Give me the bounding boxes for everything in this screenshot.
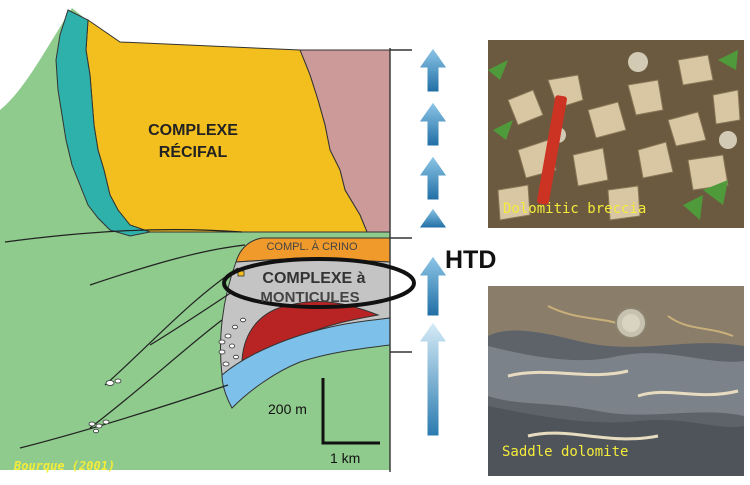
up-arrow-long bbox=[418, 321, 448, 437]
up-arrow bbox=[418, 255, 448, 317]
stratal-line bbox=[4, 229, 243, 243]
label-recifal: RÉCIFAL bbox=[159, 142, 228, 161]
up-arrow bbox=[418, 155, 448, 201]
credit-label: Bourque (2001) bbox=[13, 459, 115, 473]
red-scale-stick bbox=[537, 95, 567, 205]
dolomitic-breccia-photo bbox=[488, 40, 744, 228]
up-arrow bbox=[418, 207, 448, 229]
stratal-line bbox=[104, 267, 239, 386]
clast-symbols bbox=[88, 270, 246, 434]
up-arrow bbox=[418, 47, 448, 93]
teal-fore-reef-unit bbox=[55, 9, 152, 237]
up-arrow bbox=[418, 101, 448, 147]
stratal-line bbox=[19, 384, 229, 449]
scale-horizontal-label: 1 km bbox=[330, 450, 360, 466]
label-complexe-recifal: COMPLEXE bbox=[148, 122, 238, 139]
label-complexe-monticules: COMPLEXE à bbox=[262, 270, 365, 287]
stratal-line bbox=[89, 244, 246, 286]
label-compl-crino: COMPL. À CRINO bbox=[266, 240, 358, 253]
saddle-dolomite-photo bbox=[488, 286, 744, 476]
transgression-arrows bbox=[418, 47, 448, 437]
blue-basal-unit bbox=[221, 317, 391, 409]
stratal-line bbox=[89, 319, 223, 429]
scale-vertical-label: 200 m bbox=[268, 401, 307, 417]
label-monticules: MONTICULES bbox=[260, 289, 359, 306]
highlight-oval bbox=[222, 257, 416, 309]
stratal-line bbox=[149, 291, 233, 346]
scale-bar bbox=[321, 378, 380, 445]
htd-label: HTD bbox=[445, 246, 497, 274]
dolomitic-breccia-caption: Dolomitic breccia bbox=[503, 201, 647, 217]
saddle-dolomite-caption: Saddle dolomite bbox=[502, 444, 629, 460]
